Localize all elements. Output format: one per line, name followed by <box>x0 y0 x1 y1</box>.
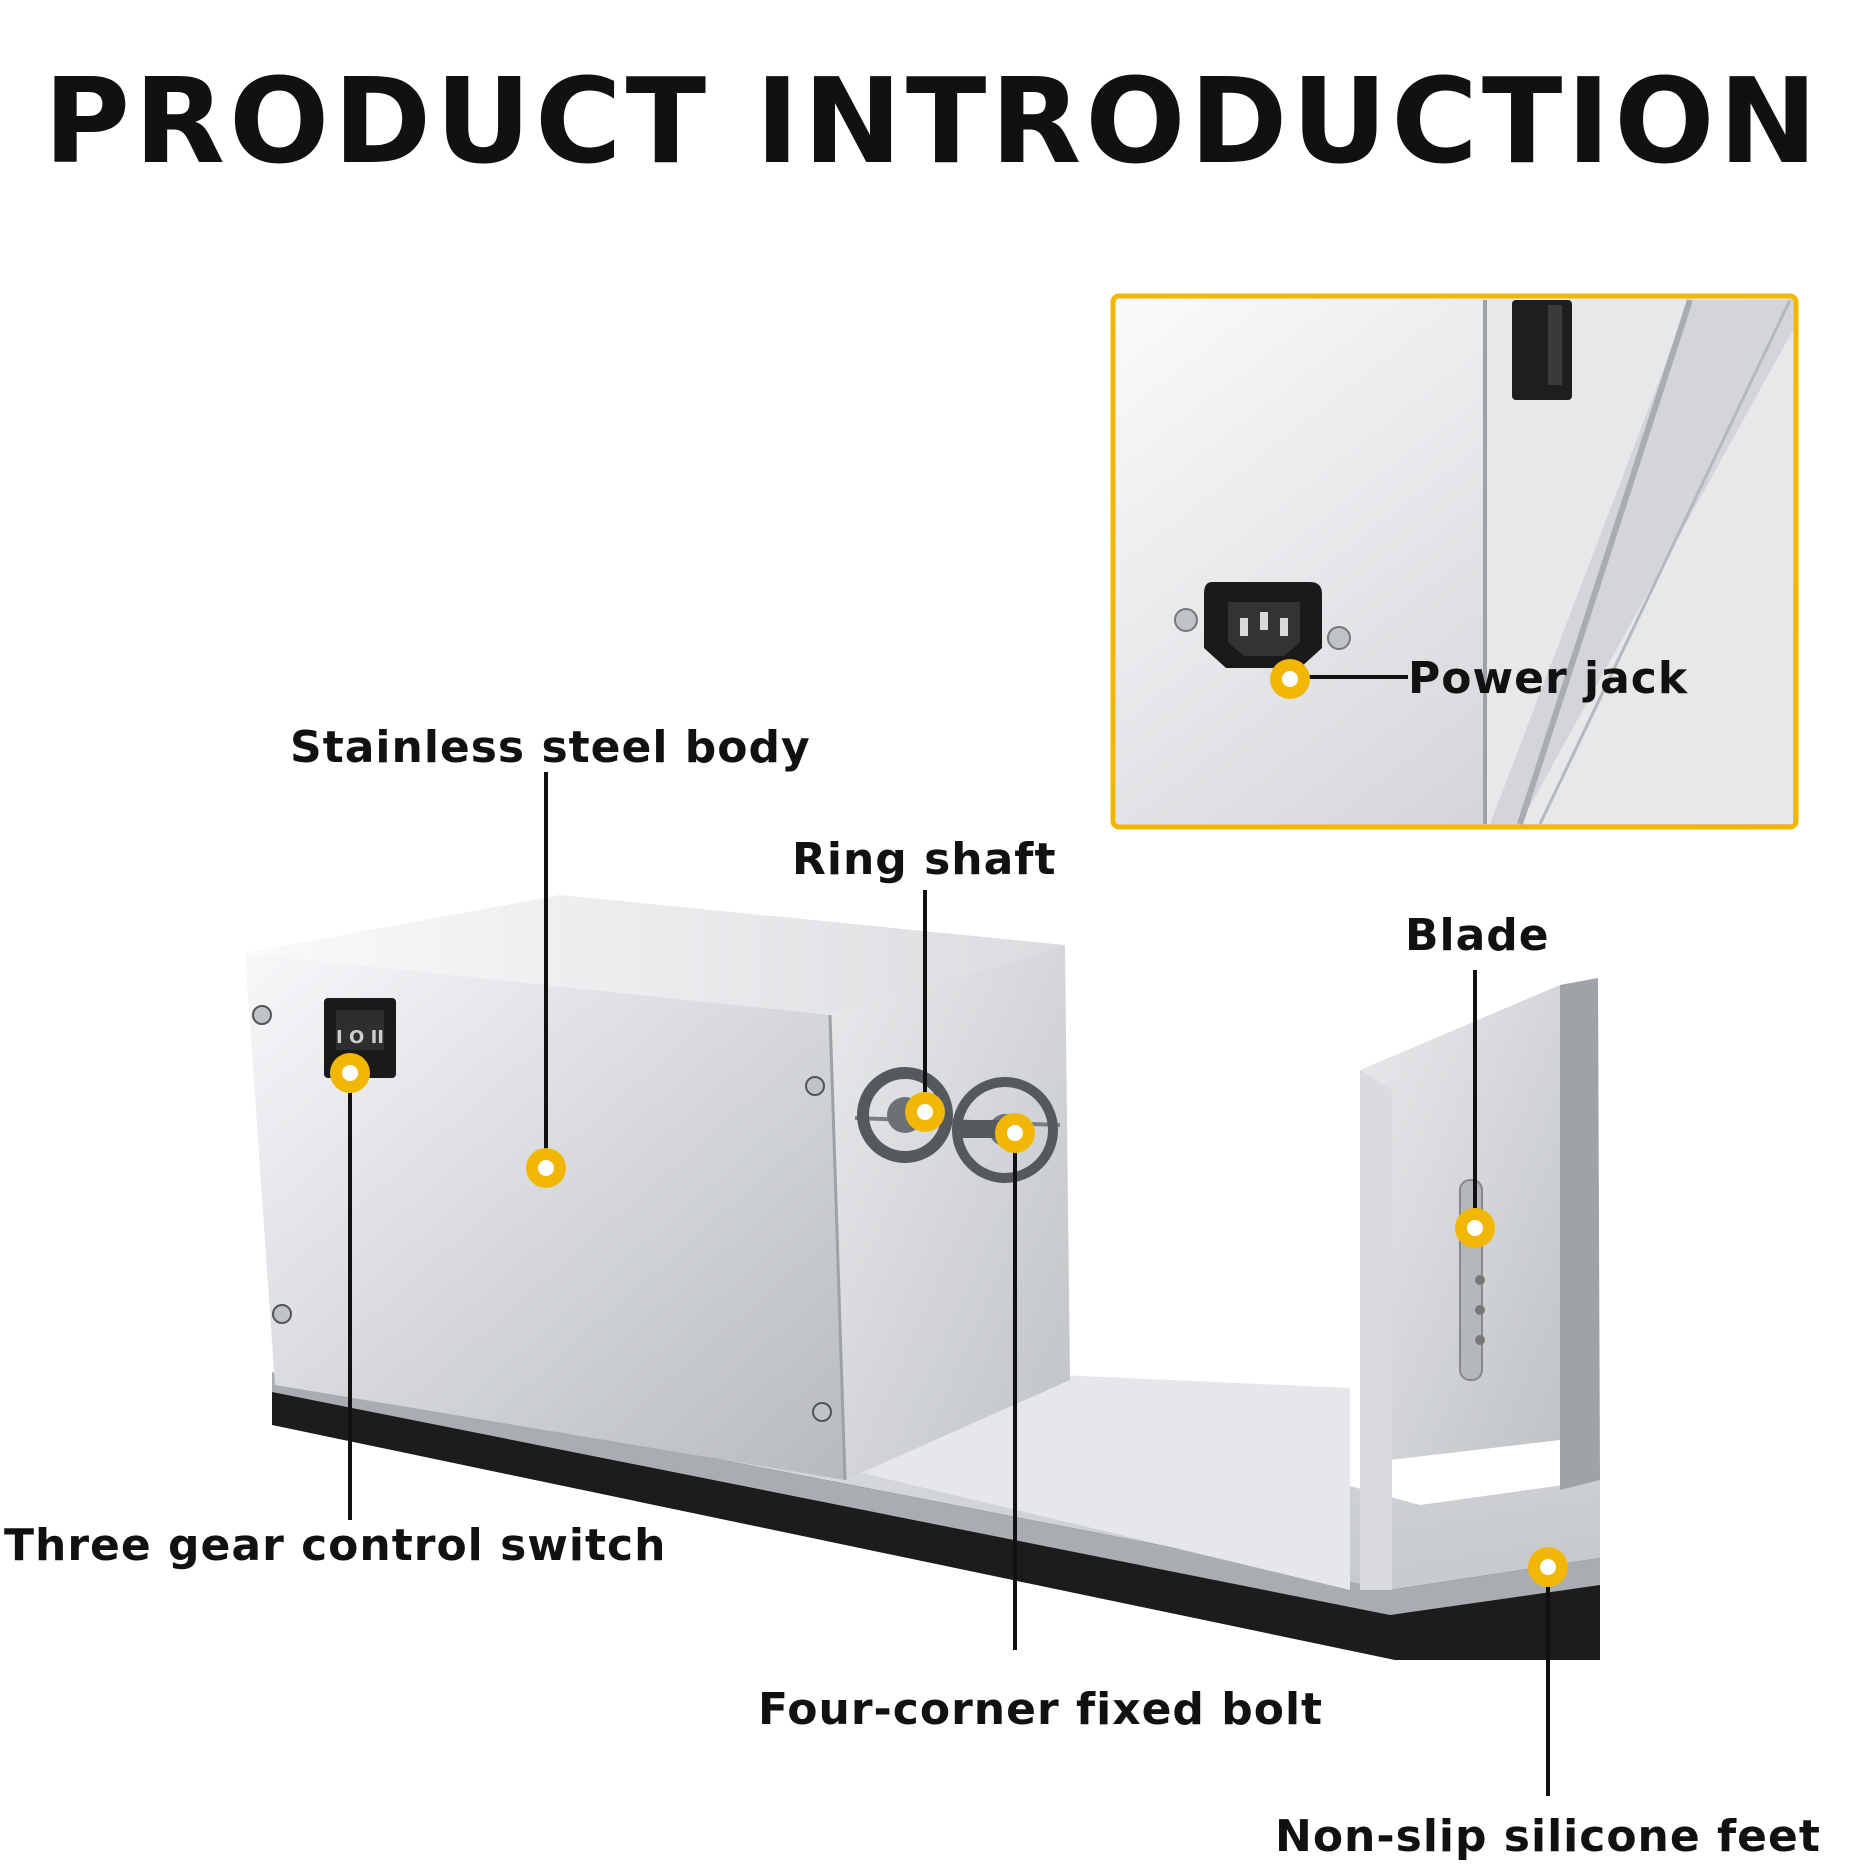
callout-marker-icon <box>330 1053 370 1093</box>
label-blade: Blade <box>1405 910 1550 961</box>
label-ring-shaft: Ring shaft <box>792 834 1057 885</box>
label-three-gear-control-switch: Three gear control switch <box>4 1520 667 1571</box>
power-socket-icon <box>1174 582 1351 668</box>
power-jack-inset <box>1110 293 1799 830</box>
label-non-slip-silicone-feet: Non-slip silicone feet <box>1275 1811 1821 1862</box>
callout-marker-icon <box>1455 1208 1495 1248</box>
callout-marker-icon <box>526 1148 566 1188</box>
label-stainless-steel-body: Stainless steel body <box>290 722 811 773</box>
callout-marker-icon <box>1528 1547 1568 1587</box>
rocker-switch-icon <box>1512 300 1572 400</box>
svg-text:I O II: I O II <box>336 1027 384 1048</box>
callout-markers <box>330 659 1568 1587</box>
label-power-jack: Power jack <box>1408 653 1689 704</box>
callout-marker-icon <box>1270 659 1310 699</box>
callout-marker-icon <box>905 1092 945 1132</box>
page-title: PRODUCT INTRODUCTION <box>43 52 1822 190</box>
callout-marker-icon <box>995 1113 1035 1153</box>
label-four-corner-fixed-bolt: Four-corner fixed bolt <box>758 1684 1324 1735</box>
callout-leaders <box>348 675 1550 1796</box>
